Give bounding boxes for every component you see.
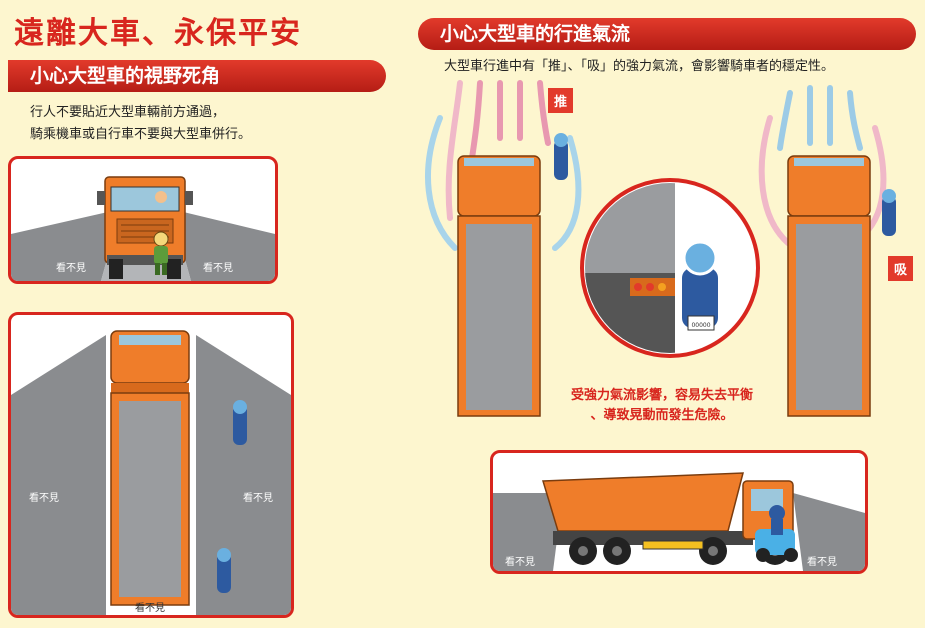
- side-view-blind-label-left: 看不見: [505, 557, 535, 568]
- airflow-desc: 大型車行進中有「推」、「吸」的強力氣流，會影響騎車者的穩定性。: [444, 59, 835, 74]
- airflow-warning-line-1: 受強力氣流影響，容易失去平衡: [570, 388, 753, 403]
- side-blind-spot-illustration: [11, 330, 291, 615]
- push-label: 推: [548, 88, 574, 113]
- main-title: 遠離大車、永保平安: [14, 16, 302, 51]
- plate-text: 00000: [691, 322, 710, 329]
- side-blind-label-left: 看不見: [29, 493, 59, 504]
- side-blind-label-right: 看不見: [243, 493, 273, 504]
- front-blind-spot-panel: 看不見 看不見: [8, 156, 278, 284]
- side-view-blind-label-right: 看不見: [807, 557, 837, 568]
- front-blind-label-right: 看不見: [203, 263, 233, 274]
- airflow-warning-line-2: 、導致晃動而發生危險。: [590, 408, 734, 423]
- blind-spot-desc-line-1: 行人不要貼近大型車輛前方通過，: [30, 105, 226, 120]
- side-blind-spot-panel: 看不見 看不見 看不見: [8, 312, 294, 618]
- rear-blind-label: 看不見: [135, 603, 165, 614]
- front-blind-label-left: 看不見: [56, 263, 86, 274]
- blind-spot-section-title: 小心大型車的視野死角: [8, 60, 386, 92]
- suck-label: 吸: [888, 256, 914, 281]
- side-view-panel: 看不見 看不見: [490, 450, 868, 574]
- front-blind-spot-illustration: [11, 176, 275, 281]
- airflow-illustration: 00000: [425, 80, 896, 417]
- blind-spot-desc-line-2: 騎乘機車或自行車不要與大型車併行。: [30, 127, 252, 142]
- airflow-section-title: 小心大型車的行進氣流: [418, 18, 916, 50]
- dump-truck-side-illustration: [493, 472, 865, 571]
